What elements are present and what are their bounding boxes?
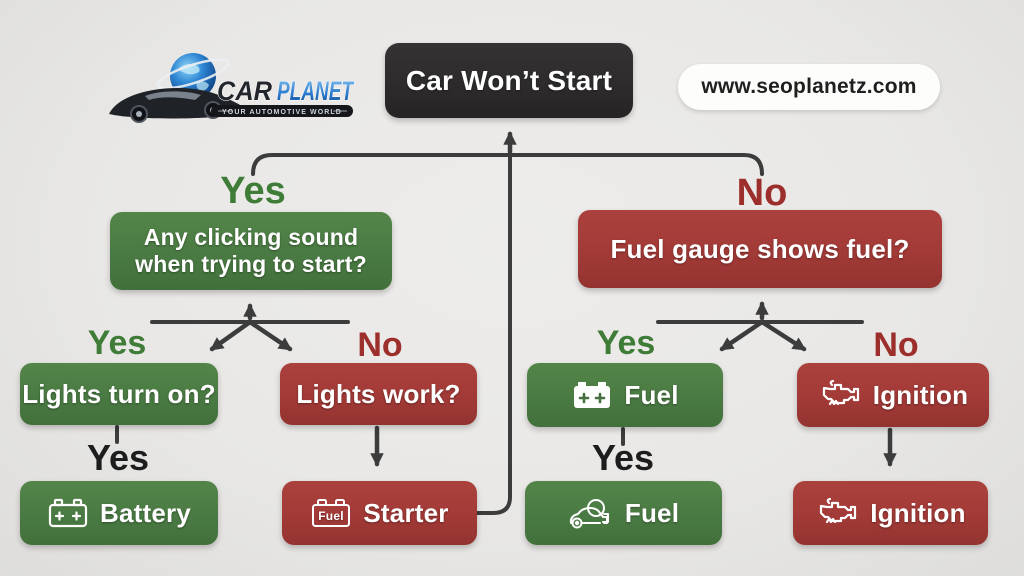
root-node-car-wont-start: Car Won’t Start [385,43,633,118]
root-node-label: Car Won’t Start [405,64,613,96]
result-node-ignition: Ignition [793,481,988,545]
question-node-clicking-sound: Any clicking sound when trying to start? [110,212,392,290]
engine-icon [815,498,859,528]
question-node-lights-turn-on: Lights turn on? [20,363,218,425]
result-node-ignition-check: Ignition [797,363,989,427]
result-label: Battery [100,497,191,528]
branch-label-yes-right: Yes [596,324,656,362]
branch-label-no-level1: No [736,172,788,214]
brand-text-planet: PLANET [277,76,355,106]
car-planet-logo: CAR PLANET YOUR AUTOMOTIVE WORLD [109,53,355,123]
result-label: Ignition [870,497,966,528]
branch-label-yes-battery: Yes [86,437,150,478]
question-label: Lights work? [296,378,461,409]
logo-globe-icon [156,53,230,99]
result-label: Fuel [624,497,680,528]
question-label: Fuel gauge shows fuel? [610,233,910,264]
engine-icon [818,380,862,410]
result-label: Fuel [624,379,679,410]
question-label: Any clicking sound when trying to start? [135,223,367,277]
result-node-starter: Fuel Starter [282,481,477,545]
branch-label-yes-fuel: Yes [591,437,655,478]
result-label: Starter [363,497,449,528]
result-label: Ignition [872,379,969,410]
branch-label-yes-left: Yes [87,324,147,362]
branch-label-yes-level1: Yes [220,170,286,212]
result-node-fuel: Fuel [525,481,722,545]
branch-label-no-right: No [873,326,919,364]
result-node-fuel-check: Fuel [527,363,723,427]
brand-text-car: CAR [217,76,272,106]
battery-filled-icon [571,380,613,410]
website-url: www.seoplanetz.com [701,75,917,98]
question-label: Lights turn on? [22,378,216,409]
logo-tagline: YOUR AUTOMOTIVE WORLD [222,109,342,116]
battery-outline-icon [47,498,89,528]
branch-label-no-left: No [357,326,403,364]
website-badge: www.seoplanetz.com [678,64,940,110]
question-node-lights-work: Lights work? [280,363,477,425]
fuel-canister-icon: Fuel [310,498,352,528]
question-node-fuel-gauge: Fuel gauge shows fuel? [578,210,942,288]
result-node-battery: Battery [20,481,218,545]
car-fuel-pump-icon [568,497,614,529]
fuel-canister-icon-text: Fuel [319,509,344,523]
logo-tagline-bar: YOUR AUTOMOTIVE WORLD [211,105,353,117]
